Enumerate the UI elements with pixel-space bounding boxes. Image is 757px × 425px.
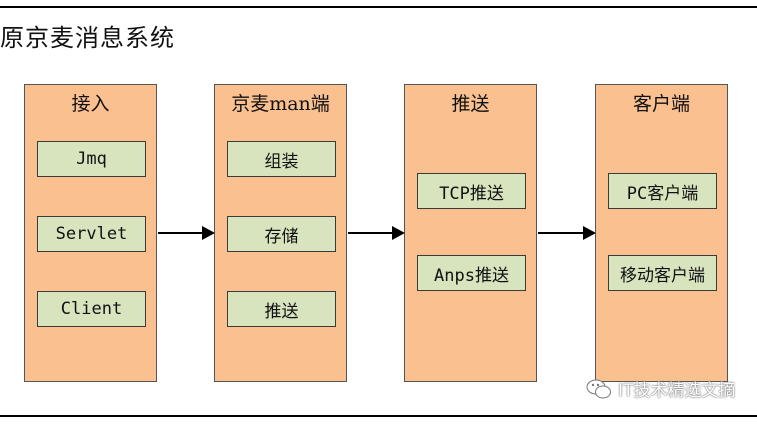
node-jmq: Jmq — [37, 141, 146, 177]
arrow-1 — [158, 226, 215, 240]
node-tcp-push: TCP推送 — [417, 173, 526, 209]
wechat-icon — [586, 379, 611, 398]
column-push: 推送 TCP推送 Anps推送 — [404, 84, 537, 382]
column-header: 推送 — [451, 93, 490, 115]
watermark-text: IT技术精选文摘 — [618, 381, 736, 401]
column-header: 京麦man端 — [231, 93, 330, 115]
node-anps-push: Anps推送 — [417, 255, 526, 291]
column-ingest: 接入 Jmq Servlet Client — [24, 84, 157, 382]
node-servlet: Servlet — [37, 216, 146, 252]
node-store: 存储 — [227, 216, 336, 252]
column-client: 客户端 PC客户端 移动客户端 — [595, 84, 728, 382]
bottom-border — [0, 415, 757, 417]
node-assemble: 组装 — [227, 141, 336, 177]
node-client: Client — [37, 291, 146, 327]
node-mobile-client: 移动客户端 — [608, 255, 717, 291]
top-border — [0, 6, 757, 8]
arrow-3 — [538, 226, 596, 240]
arrow-2 — [348, 226, 405, 240]
column-header: 客户端 — [632, 93, 690, 115]
node-push: 推送 — [227, 291, 336, 327]
node-pc-client: PC客户端 — [608, 173, 717, 209]
watermark: IT技术精选文摘 — [586, 376, 735, 401]
column-header: 接入 — [71, 93, 110, 115]
column-man-end: 京麦man端 组装 存储 推送 — [214, 84, 347, 382]
diagram-title: 原京麦消息系统 — [0, 24, 175, 52]
